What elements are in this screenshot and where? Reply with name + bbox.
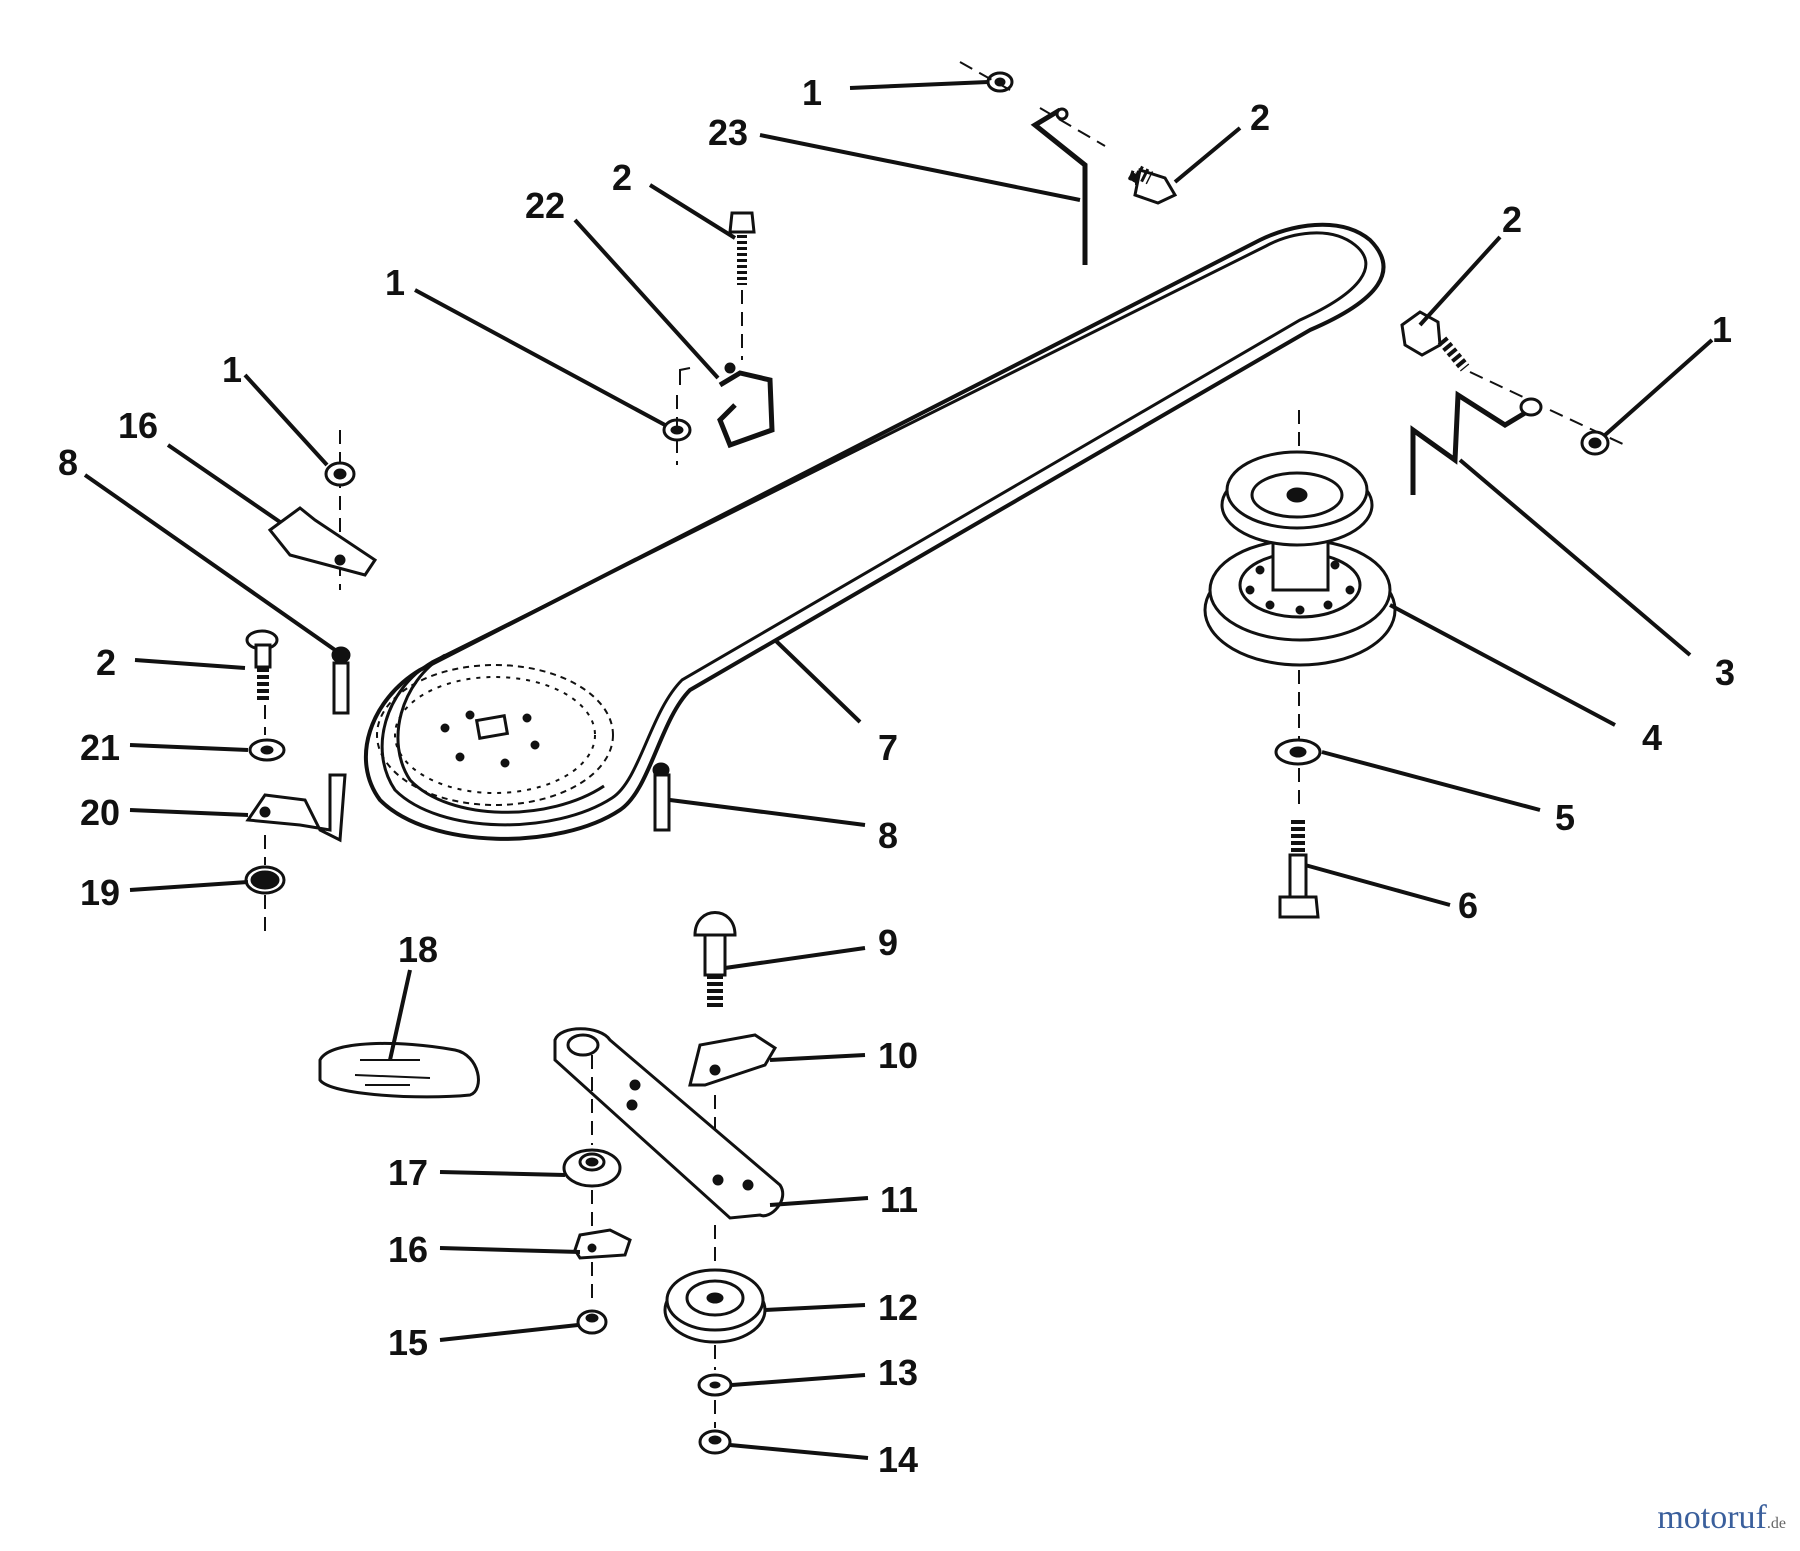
idler-arm xyxy=(553,1027,784,1220)
idler-pulley xyxy=(663,1268,767,1344)
right-nut xyxy=(1580,430,1610,456)
left-clip-top xyxy=(267,506,378,577)
callout-14: 14 xyxy=(878,1439,918,1480)
site-watermark: motoruf.de xyxy=(1657,1499,1786,1537)
callout-4: 4 xyxy=(1642,717,1662,758)
callout-5: 5 xyxy=(1555,797,1575,838)
idler-washer xyxy=(697,1373,733,1397)
center-pin xyxy=(652,762,671,832)
double-pulley xyxy=(1203,450,1397,667)
callout-6: 6 xyxy=(1458,885,1478,926)
callout-12: 12 xyxy=(878,1287,918,1328)
right-bolt xyxy=(1400,310,1470,372)
decal xyxy=(318,1041,480,1099)
belt-guide-rod-right xyxy=(1410,390,1543,495)
callout-10: 10 xyxy=(878,1035,918,1076)
callout-8-left: 8 xyxy=(58,442,78,483)
drive-belt xyxy=(364,222,1386,841)
callout-2-top: 2 xyxy=(1250,97,1270,138)
callout-13: 13 xyxy=(878,1352,918,1393)
callout-9: 9 xyxy=(878,922,898,963)
guide-bolt xyxy=(728,211,756,285)
right-axis xyxy=(1469,371,1626,446)
belt-guide-bracket xyxy=(679,362,775,449)
lower-nut xyxy=(576,1309,608,1335)
callout-2-guide-bolt: 2 xyxy=(612,157,632,198)
left-bracket xyxy=(245,773,347,843)
lower-clip xyxy=(573,1228,632,1260)
callout-19: 19 xyxy=(80,872,120,913)
pulley-bolt xyxy=(1278,820,1320,919)
watermark-main-text: motoruf xyxy=(1657,1499,1767,1536)
callout-8-center: 8 xyxy=(878,815,898,856)
engine-pulley xyxy=(376,664,614,806)
callout-18: 18 xyxy=(398,929,438,970)
callout-15: 15 xyxy=(388,1322,428,1363)
spring-clip xyxy=(688,1033,778,1087)
callout-2-right: 2 xyxy=(1502,199,1522,240)
left-lock-nut xyxy=(244,865,286,895)
callout-1-right: 1 xyxy=(1712,309,1732,350)
leader-lines xyxy=(83,80,1714,1460)
carriage-bolt xyxy=(693,911,737,1010)
idler-nut xyxy=(698,1429,732,1455)
callout-7: 7 xyxy=(878,727,898,768)
callout-11: 11 xyxy=(880,1179,918,1220)
callout-22: 22 xyxy=(525,185,565,226)
callout-1-left: 1 xyxy=(222,349,242,390)
callout-1-guide-nut: 1 xyxy=(385,262,405,303)
belt-guide-rod-top xyxy=(1030,107,1088,265)
callout-2-left: 2 xyxy=(96,642,116,683)
top-axis xyxy=(959,61,1106,147)
callout-3: 3 xyxy=(1715,652,1735,693)
callout-23: 23 xyxy=(708,112,748,153)
spacer xyxy=(562,1148,622,1188)
callout-21: 21 xyxy=(80,727,120,768)
left-nut xyxy=(324,461,356,487)
callout-16-bottom: 16 xyxy=(388,1229,428,1270)
callout-1-top: 1 xyxy=(802,72,822,113)
watermark-tld-text: .de xyxy=(1766,1515,1786,1532)
callout-16-top: 16 xyxy=(118,405,158,446)
left-pin xyxy=(331,646,351,715)
callout-17: 17 xyxy=(388,1152,428,1193)
callout-20: 20 xyxy=(80,792,120,833)
left-washer xyxy=(248,738,286,762)
left-bolt xyxy=(245,629,279,703)
pulley-washer xyxy=(1274,738,1322,766)
callout-labels: 1 2 23 2 22 1 1 16 8 2 1 3 4 7 2 21 20 1… xyxy=(58,72,1735,1480)
